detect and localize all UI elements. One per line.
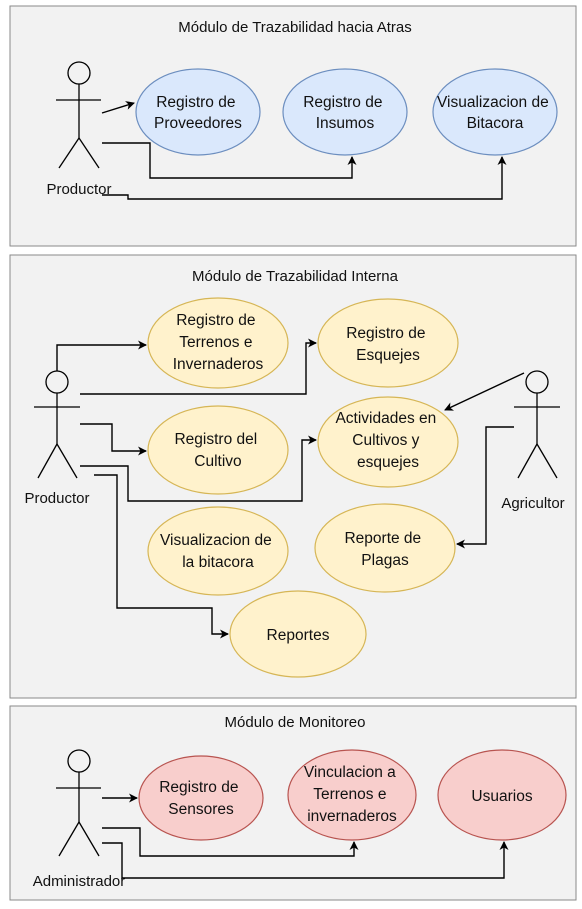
use-case-registro-insumos[interactable]: Registro de Insumos	[282, 68, 408, 156]
use-case-outline	[317, 298, 459, 388]
use-case-label: Registro del Cultivo	[174, 431, 261, 470]
use-case-outline	[287, 749, 417, 841]
use-case-outline	[147, 506, 289, 596]
use-case-ellipse	[318, 397, 458, 487]
connectors	[102, 793, 509, 879]
use-case-ellipse	[148, 298, 288, 388]
use-case-label: Reportes	[267, 627, 330, 644]
use-case-outline	[147, 297, 289, 389]
use-case-label: Vinculacion a Terrenos e invernaderos	[304, 764, 400, 825]
use-case-outline	[282, 68, 408, 156]
use-case-visualizacion-bitacora[interactable]: Visualizacion de la bitacora	[147, 506, 289, 596]
module-monitoreo: Módulo de Monitoreo Administrador Regist…	[9, 705, 577, 901]
connector-arrow	[102, 827, 359, 857]
connector-arrow	[456, 426, 514, 549]
use-case-label: Registro de Terrenos e Invernaderos	[173, 312, 264, 373]
connector-arrow	[80, 423, 147, 456]
use-case-label: Registro de Proveedores	[154, 94, 242, 132]
use-case-outline	[437, 749, 567, 841]
use-case-ellipse	[438, 750, 566, 840]
use-case-label: Visualizacion de la bitacora	[160, 532, 276, 571]
use-case-ellipse	[288, 750, 416, 840]
use-case-actividades[interactable]: Actividades en Cultivos y esquejes	[317, 396, 459, 488]
connector-arrow	[80, 338, 317, 395]
stick-figure-icon	[56, 61, 101, 169]
actor-productor[interactable]: Productor	[46, 61, 112, 198]
use-case-registro-proveedores[interactable]: Registro de Proveedores	[135, 68, 261, 156]
module-trazabilidad-interna: Módulo de Trazabilidad Interna Productor…	[9, 254, 577, 699]
connectors	[101, 101, 507, 200]
actor-administrador[interactable]: Administrador	[33, 749, 126, 890]
connector-arrow	[444, 372, 525, 411]
use-case-label: Registro de Insumos	[303, 94, 387, 132]
use-case-usuarios[interactable]: Usuarios	[437, 749, 567, 841]
use-case-ellipse	[315, 504, 455, 592]
actor-productor[interactable]: Productor	[24, 370, 90, 507]
use-case-label: Registro de Sensores	[159, 779, 243, 818]
use-case-label: Reporte de Plagas	[344, 530, 425, 569]
use-case-label: Actividades en Cultivos y esquejes	[335, 410, 440, 471]
use-case-ellipse	[148, 406, 288, 494]
connector-arrow	[102, 841, 509, 879]
use-case-outline	[229, 590, 367, 678]
use-case-reportes[interactable]: Reportes	[229, 590, 367, 678]
use-case-vinculacion[interactable]: Vinculacion a Terrenos e invernaderos	[287, 749, 417, 841]
connector-arrow	[80, 435, 317, 502]
actor-agricultor[interactable]: Agricultor	[501, 370, 565, 512]
module-title: Módulo de Monitoreo	[225, 714, 366, 731]
use-case-outline	[317, 396, 459, 488]
module-title: Módulo de Trazabilidad Interna	[192, 268, 399, 285]
connector-arrow	[56, 340, 147, 371]
stick-figure-icon	[56, 749, 101, 857]
actor-label: Agricultor	[501, 495, 564, 512]
use-case-visualizacion-bitacora[interactable]: Visualizacion de Bitacora	[432, 68, 558, 156]
use-case-outline	[314, 503, 456, 593]
module-title: Módulo de Trazabilidad hacia Atras	[178, 19, 411, 36]
stick-figure-icon	[514, 370, 560, 479]
use-case-outline	[135, 68, 261, 156]
use-case-ellipse	[283, 69, 407, 155]
use-case-registro-terrenos[interactable]: Registro de Terrenos e Invernaderos	[147, 297, 289, 389]
stick-figure-icon	[34, 370, 80, 479]
use-case-registro-esquejes[interactable]: Registro de Esquejes	[317, 298, 459, 388]
use-case-ellipse	[318, 299, 458, 387]
use-case-label: Usuarios	[471, 788, 532, 805]
use-case-outline	[432, 68, 558, 156]
use-case-outline	[147, 405, 289, 495]
connectors	[56, 338, 525, 639]
connector-arrow	[101, 101, 135, 114]
module-trazabilidad-atras: Módulo de Trazabilidad hacia Atras Produ…	[9, 5, 577, 247]
use-case-ellipse	[136, 69, 260, 155]
use-case-registro-cultivo[interactable]: Registro del Cultivo	[147, 405, 289, 495]
use-case-outline	[138, 755, 264, 841]
use-case-label: Visualizacion de Bitacora	[437, 94, 553, 132]
use-case-ellipse	[230, 591, 366, 677]
use-case-ellipse	[139, 756, 263, 840]
connector-arrow	[102, 142, 357, 179]
actor-label: Productor	[24, 490, 89, 507]
connector-arrow	[102, 156, 507, 200]
actor-label: Productor	[46, 181, 111, 198]
actor-label: Administrador	[33, 873, 126, 890]
connector-arrow	[94, 474, 229, 639]
use-case-ellipse	[148, 507, 288, 595]
use-case-registro-sensores[interactable]: Registro de Sensores	[138, 755, 264, 841]
use-case-reporte-plagas[interactable]: Reporte de Plagas	[314, 503, 456, 593]
use-case-label: Registro de Esquejes	[346, 325, 430, 364]
use-case-ellipse	[433, 69, 557, 155]
